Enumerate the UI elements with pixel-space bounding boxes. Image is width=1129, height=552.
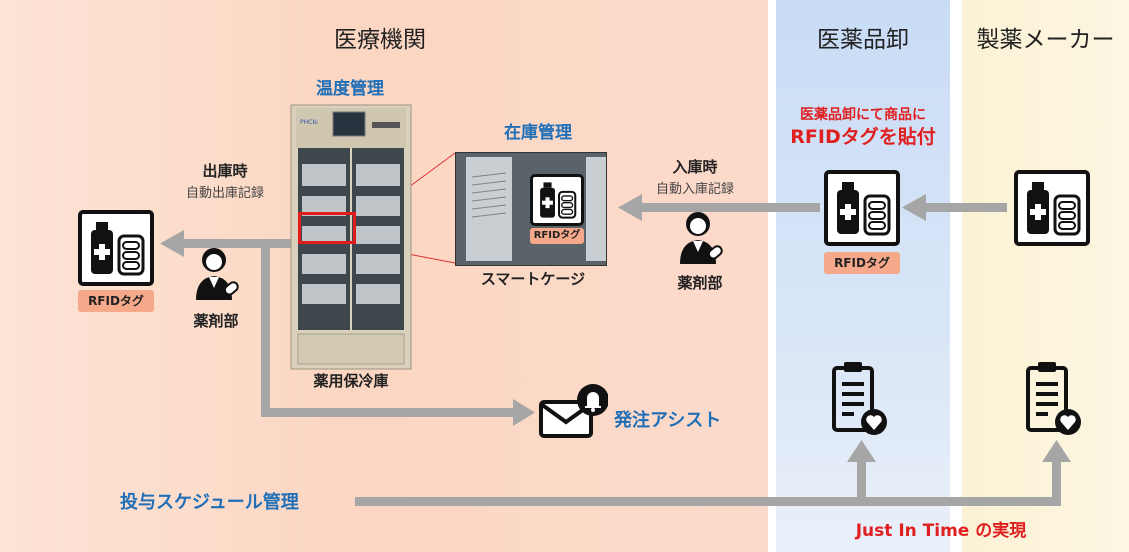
pharmacist-icon bbox=[192, 246, 240, 302]
rfid-tag-zoom: RFIDタグ bbox=[530, 228, 584, 244]
receiving-title: 入庫時 bbox=[672, 158, 718, 176]
order-assist-label: 発注アシスト bbox=[614, 410, 722, 431]
mail-bell-icon bbox=[538, 382, 609, 442]
pharmacist-icon-right bbox=[676, 210, 724, 266]
medicine-box-icon bbox=[78, 210, 154, 286]
wholesale-header: 医薬品卸 bbox=[817, 27, 909, 53]
clipboard-heart-icon bbox=[830, 360, 890, 438]
pharmacy-left-label: 薬剤部 bbox=[193, 312, 239, 330]
smart-cage-label: スマートケージ bbox=[480, 270, 586, 288]
arrow-in-head bbox=[618, 194, 642, 221]
medicine-box-icon-maker bbox=[1014, 170, 1090, 246]
medical-header: 医療機関 bbox=[334, 27, 426, 53]
maker-header: 製薬メーカー bbox=[976, 27, 1115, 53]
arrow-out-head bbox=[160, 230, 184, 257]
svg-text:PHCbi: PHCbi bbox=[300, 119, 318, 126]
order-arrow-head bbox=[513, 399, 535, 426]
jit-label: Just In Time の実現 bbox=[855, 521, 1027, 541]
schedule-line bbox=[355, 497, 1061, 506]
rfid-tag-wholesale: RFIDタグ bbox=[824, 252, 900, 274]
temperature-control-label: 温度管理 bbox=[316, 79, 384, 99]
order-line-horizontal bbox=[261, 408, 523, 417]
schedule-head-wholesale bbox=[847, 440, 876, 462]
wholesale-note-1: 医薬品卸にて商品に bbox=[800, 107, 926, 123]
schedule-head-maker bbox=[1042, 440, 1071, 462]
clipboard-heart-icon-maker bbox=[1024, 360, 1084, 438]
arrow-maker-head bbox=[902, 194, 926, 221]
arrow-out-shaft bbox=[180, 239, 305, 248]
arrow-in-shaft bbox=[638, 203, 820, 212]
highlight-box bbox=[298, 212, 356, 244]
arrow-maker-shaft bbox=[922, 203, 1007, 212]
receiving-sub: 自動入庫記録 bbox=[655, 182, 734, 197]
shipping-sub: 自動出庫記録 bbox=[185, 186, 264, 201]
inventory-control-label: 在庫管理 bbox=[504, 123, 572, 143]
medicine-box-icon-zoom bbox=[530, 174, 584, 226]
schedule-up-maker bbox=[1052, 455, 1061, 501]
refrigerator-label: 薬用保冷庫 bbox=[313, 372, 389, 390]
medicine-box-icon-wholesale bbox=[824, 170, 900, 246]
rfid-tag-left: RFIDタグ bbox=[78, 290, 154, 312]
schedule-label: 投与スケジュール管理 bbox=[120, 492, 299, 513]
pharmacy-right-label: 薬剤部 bbox=[677, 274, 723, 292]
wholesale-note-2: RFIDタグを貼付 bbox=[790, 126, 936, 148]
shipping-title: 出庫時 bbox=[202, 162, 248, 180]
schedule-up-wholesale bbox=[857, 455, 866, 501]
order-line-vertical bbox=[261, 245, 270, 417]
refrigerator-icon: PHCbi bbox=[290, 104, 412, 370]
